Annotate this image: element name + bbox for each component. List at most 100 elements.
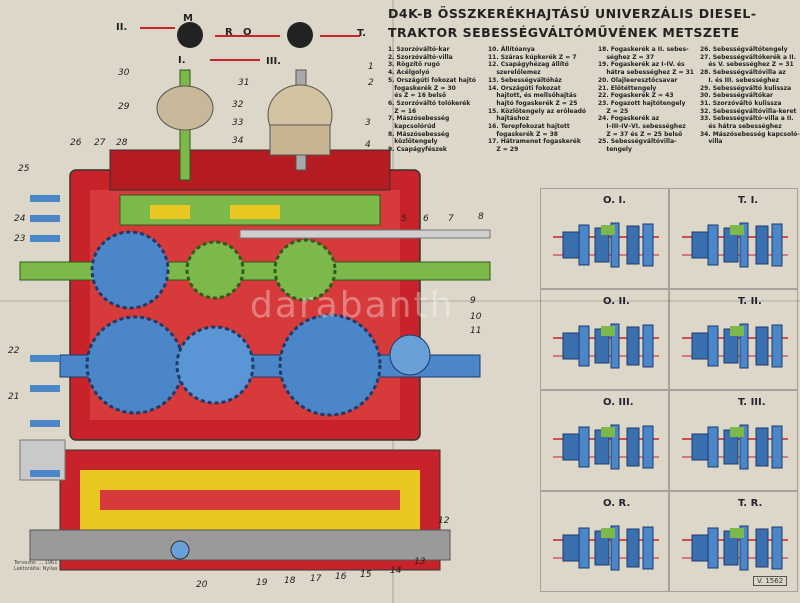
shift-label-r: R	[225, 27, 233, 38]
gear-diagram-cell: O. I.	[540, 188, 669, 289]
legend-item: Z = 16	[388, 107, 417, 115]
shift-label-ii: II.	[116, 22, 128, 33]
gear-diagram-label: O. R.	[603, 498, 631, 509]
legend-item: 19. Fogaskerék az I–IV. és	[598, 61, 685, 69]
part-number: 33	[232, 118, 244, 128]
gear-train-icon	[682, 323, 788, 369]
part-number: 9	[470, 296, 476, 306]
part-number: 7	[448, 214, 454, 224]
legend-item: 12. Csapágyhézag állító	[488, 61, 569, 69]
part-number: 32	[232, 100, 244, 110]
part-number: 20	[196, 580, 208, 590]
part-number: 30	[118, 68, 130, 78]
part-number: 6	[423, 214, 429, 224]
legend-item: 26. Sebességváltótengely	[700, 46, 788, 53]
legend-item: séghez Z = 37	[598, 53, 655, 61]
gear-diagram-label: T. II.	[738, 296, 762, 307]
part-number: 21	[8, 392, 20, 402]
legend-item: és hátra sebességhez	[700, 123, 782, 131]
legend-item: fogaskerék Z = 30	[388, 84, 456, 92]
legend-item: 11. Száras kúpkerék Z = 7	[488, 53, 577, 61]
gear-train-icon	[553, 525, 659, 571]
legend-item: 30. Sebességváltókar	[700, 92, 773, 100]
gear-train-icon	[682, 222, 788, 268]
gear-diagram-cell: T. II.	[669, 289, 798, 390]
part-number: 14	[390, 566, 402, 576]
legend-item: 27. Sebességváltókerék a II.	[700, 53, 796, 61]
shift-label-m: M	[183, 13, 193, 24]
legend-item: 23. Fogazott hajtótengely	[598, 99, 686, 107]
part-number: 34	[232, 136, 244, 146]
gear-diagram-cell: O. III.	[540, 390, 669, 491]
legend-item: tengely	[598, 146, 632, 154]
legend-item: 2. Szorzóváltó-villa	[388, 53, 453, 61]
legend-item: 25. Sebességváltóvilla-	[598, 138, 677, 146]
shift-label-iii: III.	[266, 56, 281, 67]
legend-item: villa	[700, 138, 723, 146]
legend-item: szerelőlemez	[488, 69, 541, 77]
gear-train-icon	[553, 323, 659, 369]
legend-item: 16. Terepfokozat hajtott	[488, 123, 570, 131]
legend-item: 24. Fogaskerék az	[598, 115, 660, 123]
legend-item: közlőtengely	[388, 138, 438, 146]
shift-label-i: I.	[178, 55, 186, 66]
gear-diagram-cell: O. R.	[540, 491, 669, 592]
gear-diagram-grid: O. I.T. I. O. II. T. II. O. III. T. III. O. R…	[540, 188, 798, 593]
legend-item: 17. Hátramenet fogaskerék	[488, 138, 581, 146]
legend-item: 33. Sebességváltó-villa a II.	[700, 115, 794, 123]
legend-col-3: 18. Fogaskerék a II. sebes- séghez Z = 3…	[598, 46, 694, 154]
part-number: 16	[335, 572, 347, 582]
gear-diagram-label: O. III.	[603, 397, 634, 408]
gear-train-icon	[682, 424, 788, 470]
gear-train-icon	[553, 424, 659, 470]
legend-item: 9. Csapágyfészek	[388, 146, 447, 154]
gear-diagram-cell: O. II.	[540, 289, 669, 390]
legend-item: 14. Országúti fokozat	[488, 84, 561, 92]
legend-item: 10. Állítóanya	[488, 46, 535, 53]
gear-diagram-cell: T. III.	[669, 390, 798, 491]
legend-item: Z = 29	[488, 146, 519, 154]
part-number: 1	[368, 62, 374, 72]
part-number: 28	[116, 138, 128, 148]
part-number: 3	[365, 118, 371, 128]
legend-item: 13. Sebességváltóház	[488, 76, 562, 84]
gear-diagram-cell: T. I.	[669, 188, 798, 289]
legend-item: 3. Rögzítő rugó	[388, 61, 440, 69]
part-number: 18	[284, 576, 296, 586]
shift-label-o: O	[243, 27, 252, 38]
legend-item: 8. Mászósebesség	[388, 130, 450, 138]
part-number: 22	[8, 346, 20, 356]
legend-item: 5. Országúti fokozat hajtó	[388, 76, 476, 84]
legend-item: I. és III. sebességhez	[700, 76, 780, 84]
legend-item: hajtott, és mellsőhajtás	[488, 92, 577, 100]
legend-item: 22. Fogaskerék Z = 43	[598, 92, 674, 100]
legend-item: 6. Szorzóváltó tolókerék	[388, 99, 471, 107]
part-number: 13	[414, 557, 426, 567]
legend-item: hajtáshoz	[488, 115, 530, 123]
legend-item: 4. Acélgolyó	[388, 69, 430, 77]
gear-diagram-label: T. R.	[738, 498, 763, 509]
legend-item: 20. Olajleeresztőcsavar	[598, 76, 678, 84]
part-number: 24	[14, 214, 26, 224]
gear-diagram-cell: T. R.	[669, 491, 798, 592]
gear-diagram-label: O. II.	[603, 296, 630, 307]
part-number: 25	[18, 164, 30, 174]
legend-item: 18. Fogaskerék a II. sebes-	[598, 46, 689, 53]
legend-item: 31. Szorzóváltó kulissza	[700, 99, 782, 107]
gearbox-cutaway	[19, 22, 491, 571]
legend-item: 32. Sebességváltóvilla-keret	[700, 107, 797, 115]
part-number: 31	[238, 78, 250, 88]
gear-train-icon	[682, 525, 788, 571]
legend-item: Z = 25	[598, 107, 629, 115]
legend-item: 1. Szorzóváltó-kar	[388, 46, 450, 53]
credit-text: Tervezte: ... 1961 Lektorálta: Nyilas	[14, 560, 58, 572]
title-line-2: TRAKTOR SEBESSÉGVÁLTÓMŰVÉNEK METSZETE	[388, 25, 740, 40]
part-number: 4	[365, 140, 371, 150]
legend-item: 28. Sebességváltóvilla az	[700, 69, 786, 77]
gear-diagram-label: T. III.	[738, 397, 766, 408]
title-line-1: D4K-B ÖSSZKERÉKHAJTÁSÚ UNIVERZÁLIS DIESE…	[388, 6, 757, 21]
legend-item: Z = 37 és Z = 25 belső	[598, 130, 683, 138]
